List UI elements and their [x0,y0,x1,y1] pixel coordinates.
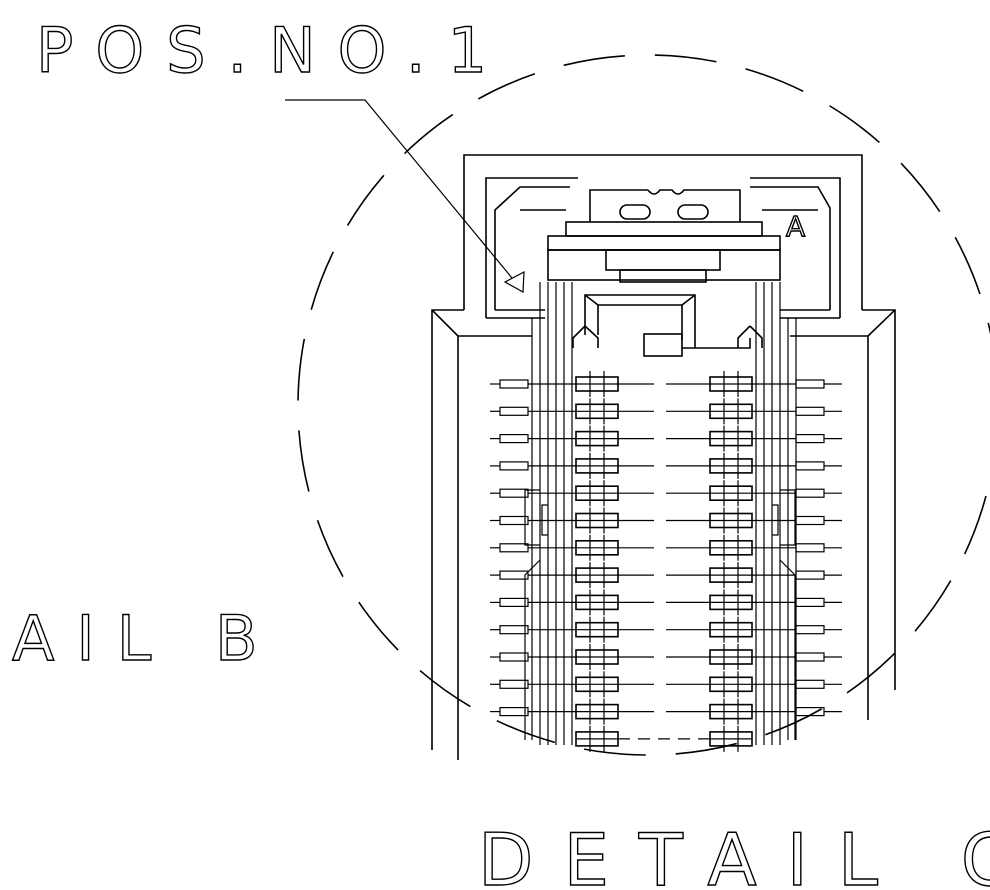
inner-cavity [572,294,763,357]
pin-stub-right [795,597,825,608]
detail-circle [297,54,990,756]
pin-stub-right [795,652,825,662]
pin-stub-left [499,461,529,471]
pin-stub-left [499,515,529,526]
detail-c-label: DETAIL C [478,818,990,890]
pin-stub-left [499,570,529,580]
pin-stub-left [499,625,529,635]
pin-stub-left [499,379,529,389]
pin-stub-left [499,597,529,608]
pin-rows [490,371,842,752]
pin-stub-right [795,679,825,689]
pin-stub-right [795,406,825,416]
latch-block [520,189,818,283]
pin-stub-right [795,434,825,444]
marker-a-label: A [786,210,805,243]
pin-stub-left [499,706,529,717]
pin-stub-left [499,652,529,662]
pin-stub-right [795,543,825,553]
pin-stub-left [499,679,529,689]
pin-stub-right [795,625,825,635]
pin-stub-right [795,515,825,526]
leader-arrow [285,99,525,293]
connector-housing [431,154,896,760]
pos-no-label: POS.NO.1 [36,14,509,87]
pin-stub-right [795,461,825,471]
pin-stub-left [499,406,529,416]
pin-stub-right [795,570,825,580]
pin-stub-right [795,379,825,389]
vertical-rails [524,282,797,745]
pin-stub-left [499,488,529,498]
pin-stub-right [795,488,825,498]
detail-b-label: AIL B [12,602,279,675]
pin-stub-left [499,543,529,553]
pin-stub-left [499,434,529,444]
